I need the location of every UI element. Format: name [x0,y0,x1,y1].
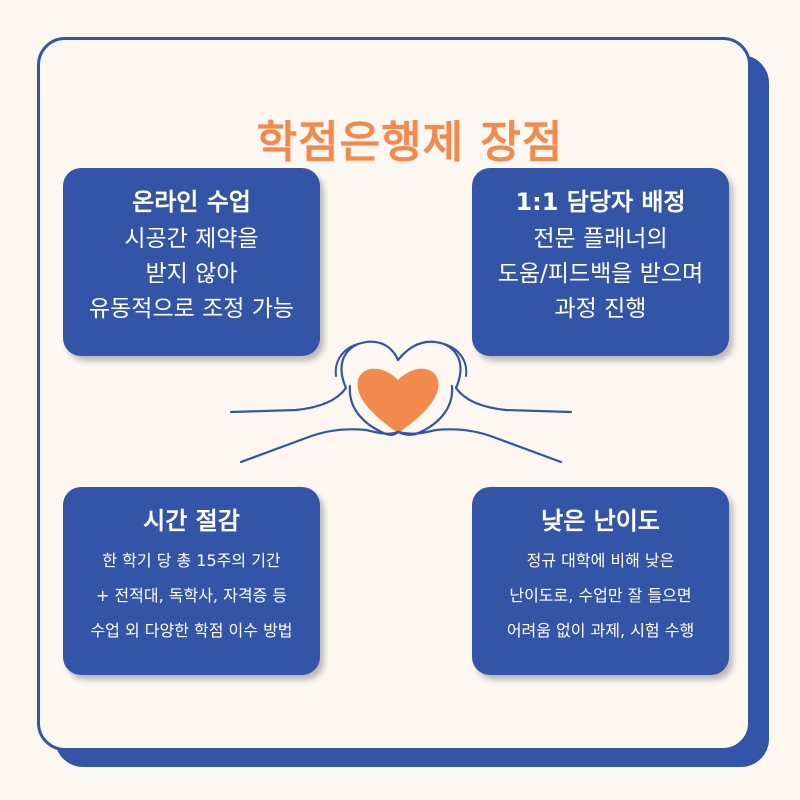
card-one-on-one-manager: 1:1 담당자 배정 전문 플래너의 도움/피드백을 받으며 과정 진행 [472,168,729,356]
card-line: 어려움 없이 과제, 시험 수행 [506,621,695,640]
card-line: 전문 플래너의 [533,226,668,252]
card-line: 유동적으로 조정 가능 [88,296,295,322]
left-wrist-outline [239,428,400,464]
heart-hands-icon [229,340,573,464]
card-time-saving: 시간 절감 한 학기 당 총 15주의 기간 + 전적대, 독학사, 자격증 등… [63,487,320,675]
card-line: 수업 외 다양한 학점 이수 방법 [90,621,293,640]
right-wrist-outline [396,428,563,464]
card-line: 정규 대학에 비해 낮은 [526,551,675,570]
card-line: + 전적대, 독학사, 자격증 등 [95,586,288,605]
card-line: 한 학기 당 총 15주의 기간 [102,551,281,570]
left-hand-outline [229,340,400,414]
page-title: 학점은행제 장점 [256,117,564,168]
heart-icon [357,368,439,433]
right-finger-outline [443,343,468,377]
card-line: 과정 진행 [554,296,647,322]
card-line: 난이도로, 수업만 잘 들으면 [509,586,692,605]
card-line: 도움/피드백을 받으며 [497,261,704,287]
card-title: 낮은 난이도 [541,507,660,535]
card-low-difficulty: 낮은 난이도 정규 대학에 비해 낮은 난이도로, 수업만 잘 들으면 어려움 … [472,487,729,675]
left-finger-outline [334,343,359,377]
card-line: 시공간 제약을 [124,226,259,252]
right-hand-outline [396,340,573,414]
card-line: 받지 않아 [145,261,238,287]
card-title: 시간 절감 [143,507,240,535]
card-title: 1:1 담당자 배정 [515,188,686,216]
card-title: 온라인 수업 [132,188,251,216]
card-online-class: 온라인 수업 시공간 제약을 받지 않아 유동적으로 조정 가능 [63,168,320,356]
